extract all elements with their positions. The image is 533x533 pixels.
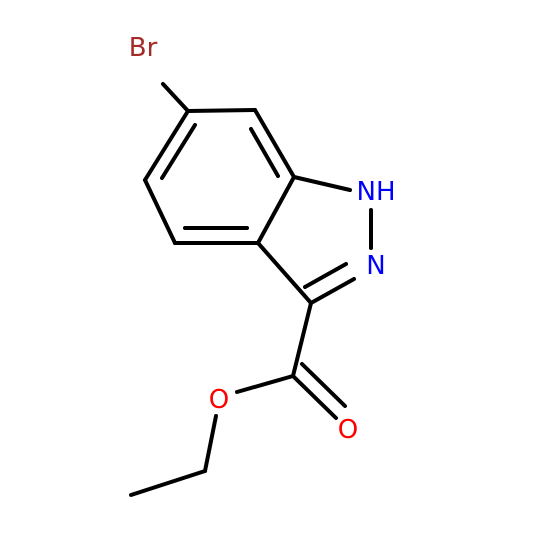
bond-n2-c3 — [309, 277, 356, 305]
bond-br-c6 — [161, 82, 190, 113]
bromine-label: Br — [129, 33, 158, 63]
bond-ccarbonyl-oester — [235, 374, 295, 394]
bond-c7a-c3a — [256, 175, 296, 245]
bond-c3-c3a — [256, 241, 313, 305]
bond-c7a-n1 — [292, 175, 352, 192]
bond-c7-c7a — [253, 108, 296, 179]
bond-c3-ccarbonyl — [291, 301, 313, 378]
bond-c5-c6-inner — [160, 123, 197, 180]
bond-n2-c3-inner — [303, 262, 348, 289]
bond-ccarbonyl-o-double-a — [291, 374, 338, 420]
bond-c6-c7 — [186, 108, 257, 113]
carbonyl-oxygen-label: O — [338, 415, 358, 445]
bond-c5-c6 — [143, 109, 190, 182]
ester-oxygen-label: O — [209, 385, 229, 415]
nitrogen-label: N — [366, 251, 385, 281]
bond-c4-c5 — [143, 178, 177, 245]
bond-c7-c7a-inner — [249, 127, 280, 178]
bond-ccarbonyl-o-double-b — [300, 362, 347, 408]
nh-label: NH — [357, 177, 396, 207]
bond-ch2-ch3 — [129, 469, 207, 497]
bond-oester-ch2 — [203, 414, 218, 473]
